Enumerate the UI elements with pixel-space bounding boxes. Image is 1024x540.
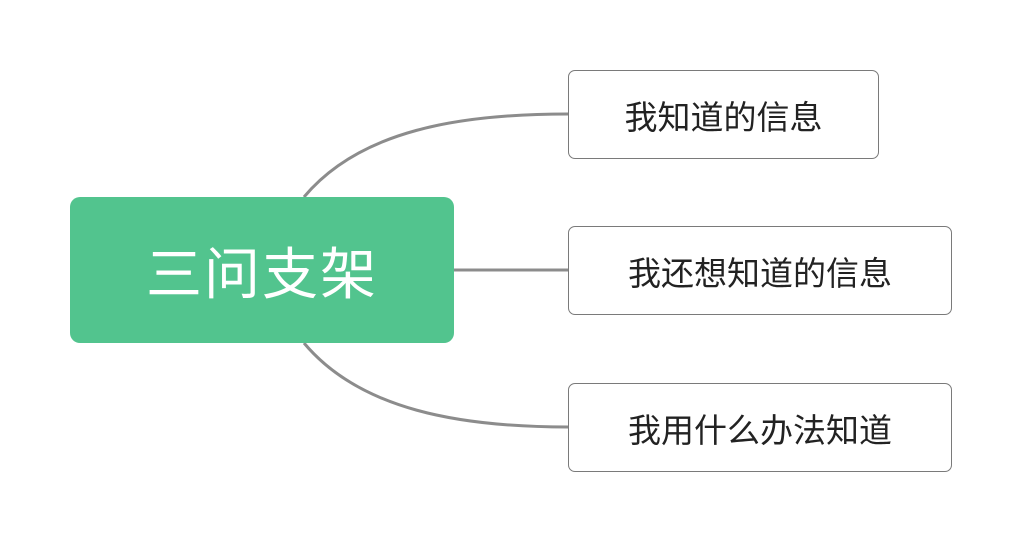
subtopic-label: 我知道的信息 <box>624 97 823 137</box>
subtopic-label: 我还想知道的信息 <box>628 253 892 293</box>
subtopic-method-to-know[interactable]: 我用什么办法知道 <box>568 383 952 472</box>
subtopic-want-to-know-info[interactable]: 我还想知道的信息 <box>568 226 952 315</box>
subtopic-known-info[interactable]: 我知道的信息 <box>568 70 879 159</box>
subtopic-label: 我用什么办法知道 <box>628 410 892 450</box>
root-topic-label: 三问支架 <box>146 242 378 308</box>
connector-root-to-child-3 <box>302 342 569 429</box>
connector-root-to-child-1 <box>302 112 569 198</box>
root-topic[interactable]: 三问支架 <box>70 197 454 343</box>
